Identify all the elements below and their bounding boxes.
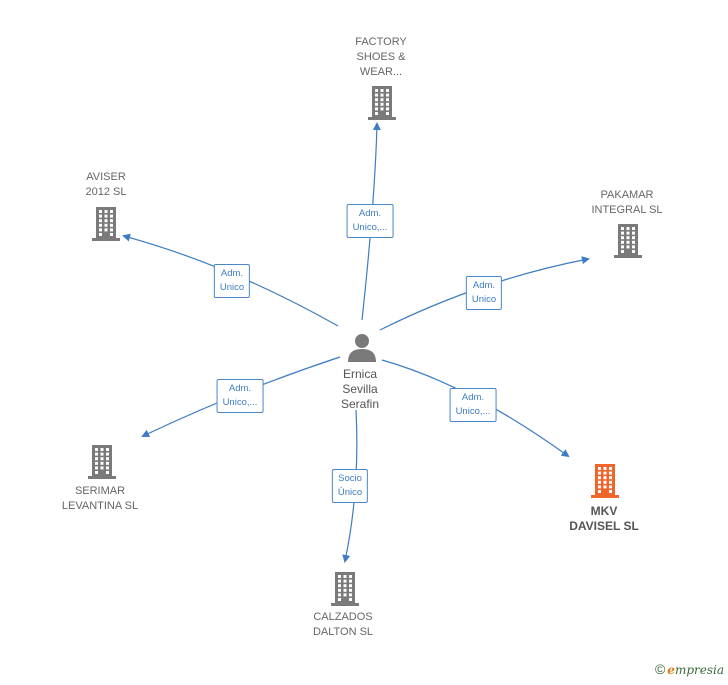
copyright-icon: © <box>654 661 666 677</box>
relation-label-serimar[interactable]: Adm. Unico,... <box>216 379 264 413</box>
relation-label-aviser[interactable]: Adm. Unico <box>213 264 251 298</box>
person-name[interactable]: Ernica Sevilla Serafin <box>340 367 380 411</box>
footer-brand: ©empresia <box>655 661 724 677</box>
company-name[interactable]: MKV DAVISEL SL <box>569 504 639 533</box>
relation-label-pakamar[interactable]: Adm. Unico <box>465 276 503 310</box>
person-icon[interactable] <box>346 332 378 367</box>
relation-label-mkv[interactable]: Adm. Unico,... <box>449 388 497 422</box>
brand-logo-text: mpresia <box>674 663 724 677</box>
company-name[interactable]: SERIMAR LEVANTINA SL <box>61 485 139 512</box>
building-icon[interactable] <box>367 86 397 125</box>
company-name[interactable]: CALZADOS DALTON SL <box>312 611 374 638</box>
building-icon[interactable] <box>330 572 360 611</box>
company-name[interactable]: FACTORY SHOES & WEAR... <box>355 36 407 78</box>
relation-label-factory[interactable]: Adm. Unico,... <box>346 204 394 238</box>
building-icon[interactable] <box>87 445 117 484</box>
company-name[interactable]: PAKAMAR INTEGRAL SL <box>591 189 663 216</box>
brand-logo-initial: e <box>667 663 675 677</box>
relation-label-calzados[interactable]: Socio Único <box>331 469 369 503</box>
company-name[interactable]: AVISER 2012 SL <box>85 171 127 198</box>
building-icon[interactable] <box>613 224 643 263</box>
building-icon[interactable] <box>590 464 620 503</box>
building-icon[interactable] <box>91 207 121 246</box>
